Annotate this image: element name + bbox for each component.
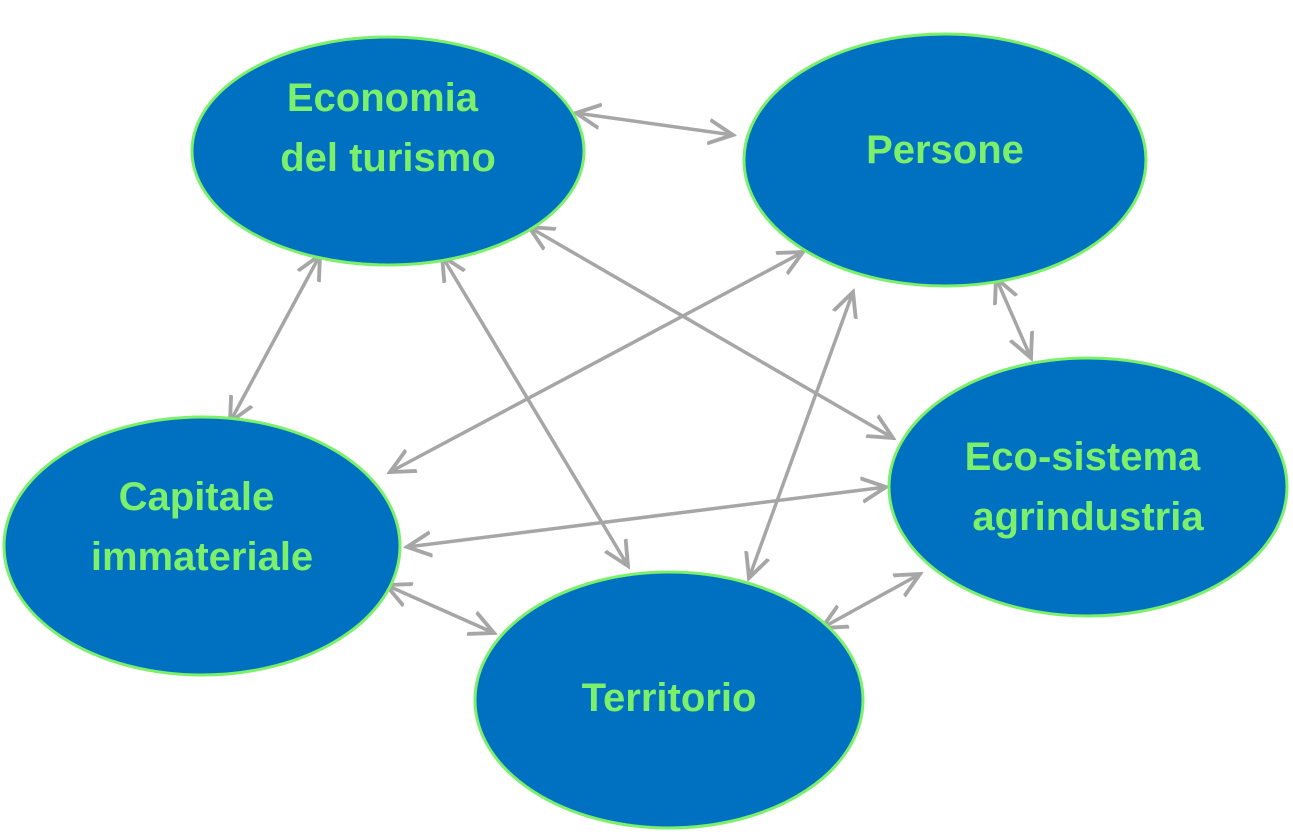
node-label-line: Capitale — [119, 475, 275, 519]
connector-economia-territorio — [442, 256, 628, 566]
connectors — [230, 113, 1031, 633]
connector-economia-capitale — [230, 255, 320, 422]
node-label-line: immateriale — [91, 535, 313, 579]
connector-persone-territorio — [749, 292, 853, 578]
node-eco-sistema: Eco-sistema agrindustria — [887, 356, 1289, 618]
node-capitale: Capitale immateriale — [2, 415, 402, 677]
connector-economia-persone — [576, 113, 733, 135]
node-label: Persone — [866, 128, 1024, 172]
node-label: Economia del turismo — [280, 76, 496, 180]
connector-territorio-eco-sistema — [822, 574, 920, 628]
node-label-line: del turismo — [280, 136, 496, 180]
connector-persone-capitale — [390, 252, 803, 472]
node-label-line: Territorio — [582, 676, 757, 720]
node-territorio: Territorio — [473, 570, 865, 830]
node-label: Eco-sistema agrindustria — [965, 435, 1212, 539]
connector-persone-eco-sistema — [996, 278, 1031, 358]
connector-capitale-eco-sistema — [407, 487, 886, 547]
node-label: Capitale immateriale — [91, 475, 313, 579]
node-persone: Persone — [742, 32, 1148, 288]
node-label-line: agrindustria — [972, 495, 1204, 539]
connector-capitale-territorio — [386, 585, 494, 633]
node-label-line: Persone — [866, 128, 1024, 172]
node-label: Territorio — [582, 676, 757, 720]
node-economia: Economia del turismo — [190, 35, 586, 267]
node-label-line: Economia — [287, 76, 479, 120]
node-label-line: Eco-sistema — [965, 435, 1201, 479]
